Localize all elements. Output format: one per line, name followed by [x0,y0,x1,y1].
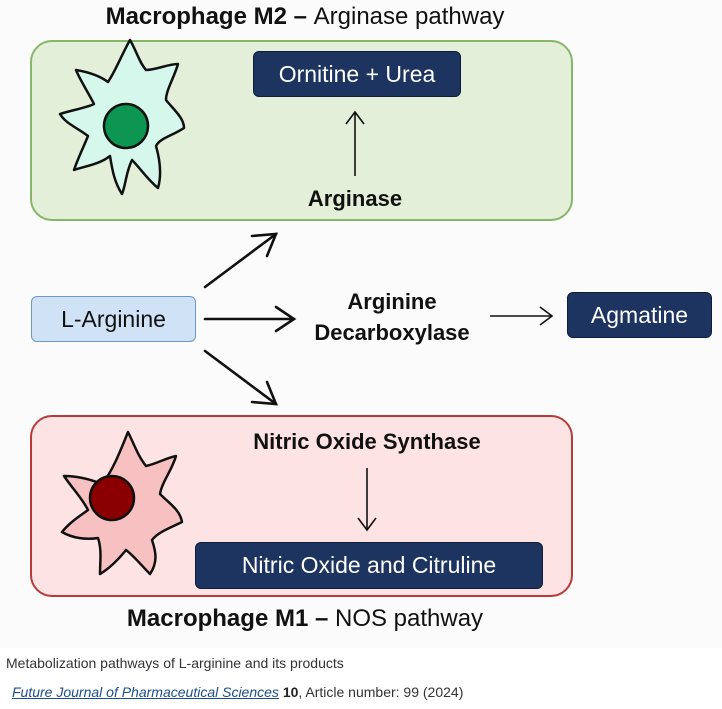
pathway-figure: Macrophage M2 – Arginase pathway [30,3,712,632]
arrow-arginine-to-decarboxylase [203,305,297,333]
macrophage-m1-icon [60,430,184,576]
nitric-oxide-synthase-label: Nitric Oxide Synthase [253,429,481,454]
article-number: , Article number: 99 (2024) [298,684,464,700]
arrow-arginine-to-arginase [203,232,279,289]
macrophage-m2-icon [58,38,186,196]
diagram-graphics [58,38,554,576]
figure-caption: Metabolization pathways of L-arginine an… [6,655,344,671]
m2-pathway-title: Macrophage M2 – Arginase pathway [105,3,505,30]
ornitine-urea-box: Ornitine + Urea [253,51,461,97]
arrow-nos-to-nitric-oxide [357,468,377,532]
nitric-oxide-citruline-box: Nitric Oxide and Citruline [195,542,543,589]
agmatine-box: Agmatine [567,292,712,338]
m1-pathway-title: Macrophage M1 – NOS pathway [126,605,484,632]
arrow-decarboxylase-to-agmatine [490,306,554,326]
arrow-arginine-to-nos [203,349,279,406]
journal-volume: 10 [282,684,299,700]
figure-citation: Future Journal of Pharmaceutical Science… [12,684,463,700]
l-arginine-box: L-Arginine [31,296,196,342]
arginine-decarboxylase-label: Arginine Decarboxylase [314,289,470,345]
journal-link[interactable]: Future Journal of Pharmaceutical Science… [12,684,279,700]
arrow-arginase-to-ornitine [345,110,365,176]
arginase-label: Arginase [307,186,403,211]
